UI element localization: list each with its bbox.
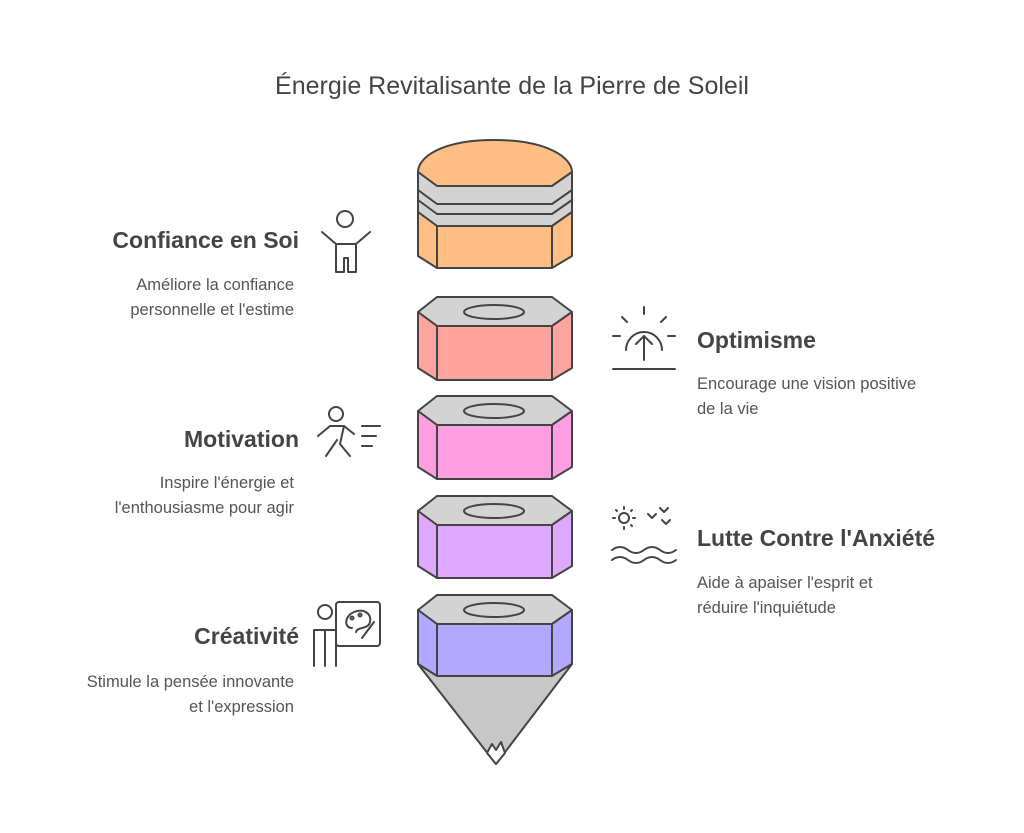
item-desc-anxiete: Aide à apaiser l'esprit et réduire l'inq… [697,571,873,621]
item-desc-line: l'enthousiasme pour agir [114,499,294,517]
segment-1-face-right [551,211,573,269]
segment-4-hole [463,503,525,519]
item-title-creativite: Créativité [194,623,299,649]
segment-1-band-line [417,199,573,215]
segment-1-cap [417,139,573,187]
segment-3-face-right [551,410,573,480]
segment-3-hole [463,403,525,419]
item-title-anxiete: Lutte Contre l'Anxiété [697,525,936,551]
item-desc-line: personnelle et l'estime [130,301,294,319]
item-desc-line: Stimule la pensée innovante [86,673,294,691]
segment-1-band-line [417,189,573,205]
segment-2-hole [463,304,525,320]
item-desc-line: réduire l'inquiétude [697,599,836,617]
person-raising-arms-icon [321,210,371,273]
item-title-motivation: Motivation [184,426,299,452]
segment-4-face-right [551,510,573,579]
segment-5-hole [463,602,525,618]
calm-sun-waves-icon [611,506,677,564]
segment-2-face-right [551,311,573,381]
running-person-icon [317,406,381,457]
pencil-tip-point [486,741,506,765]
item-desc-line: de la vie [697,400,759,418]
item-title-optimisme: Optimisme [697,327,816,353]
pencil-tip [417,663,573,765]
painter-palette-icon [313,601,381,667]
item-desc-line: Inspire l'énergie et [159,474,294,492]
item-desc-line: Encourage une vision positive [697,375,917,393]
item-desc-motivation: Inspire l'énergie et l'enthousiasme pour… [115,471,294,521]
item-desc-line: Aide à apaiser l'esprit et [697,574,873,592]
sunrise-icon [612,306,676,370]
item-desc-optimisme: Encourage une vision positive de la vie [697,372,916,422]
diagram-title: Énergie Revitalisante de la Pierre de So… [275,72,749,100]
item-title-confiance: Confiance en Soi [112,227,299,253]
item-desc-line: et l'expression [189,698,294,716]
item-desc-creativite: Stimule la pensée innovante et l'express… [87,670,294,720]
item-desc-line: Améliore la confiance [136,276,294,294]
item-desc-confiance: Améliore la confiance personnelle et l'e… [130,273,294,323]
